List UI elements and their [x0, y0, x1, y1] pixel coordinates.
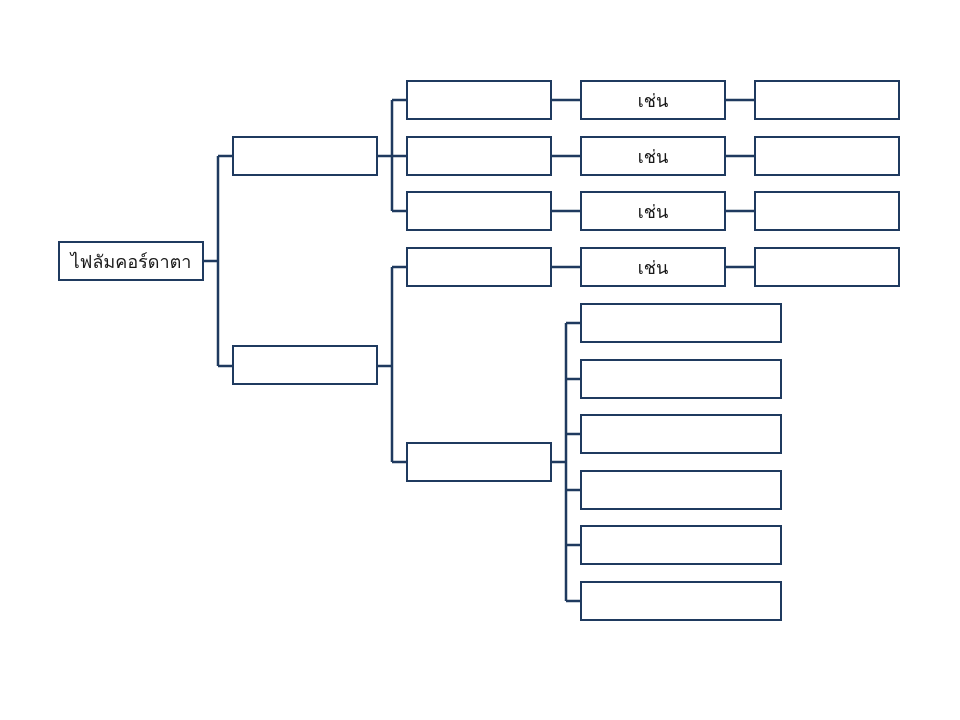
root-node: ไฟลัมคอร์ดาตา [58, 241, 204, 281]
item-node [580, 525, 782, 565]
result-node [754, 191, 900, 231]
top-child-node [406, 80, 552, 120]
example-node: เช่น [580, 80, 726, 120]
bottom-child-node [406, 247, 552, 287]
branch-bottom-node [232, 345, 378, 385]
example-node: เช่น [580, 191, 726, 231]
item-node [580, 581, 782, 621]
branch-top-node [232, 136, 378, 176]
bottom-child-node [406, 442, 552, 482]
example-node: เช่น [580, 136, 726, 176]
top-child-node [406, 136, 552, 176]
item-node [580, 303, 782, 343]
item-node [580, 470, 782, 510]
result-node [754, 136, 900, 176]
item-node [580, 359, 782, 399]
connector-lines [204, 98, 754, 603]
result-node [754, 247, 900, 287]
item-node [580, 414, 782, 454]
example-node: เช่น [580, 247, 726, 287]
result-node [754, 80, 900, 120]
top-child-node [406, 191, 552, 231]
